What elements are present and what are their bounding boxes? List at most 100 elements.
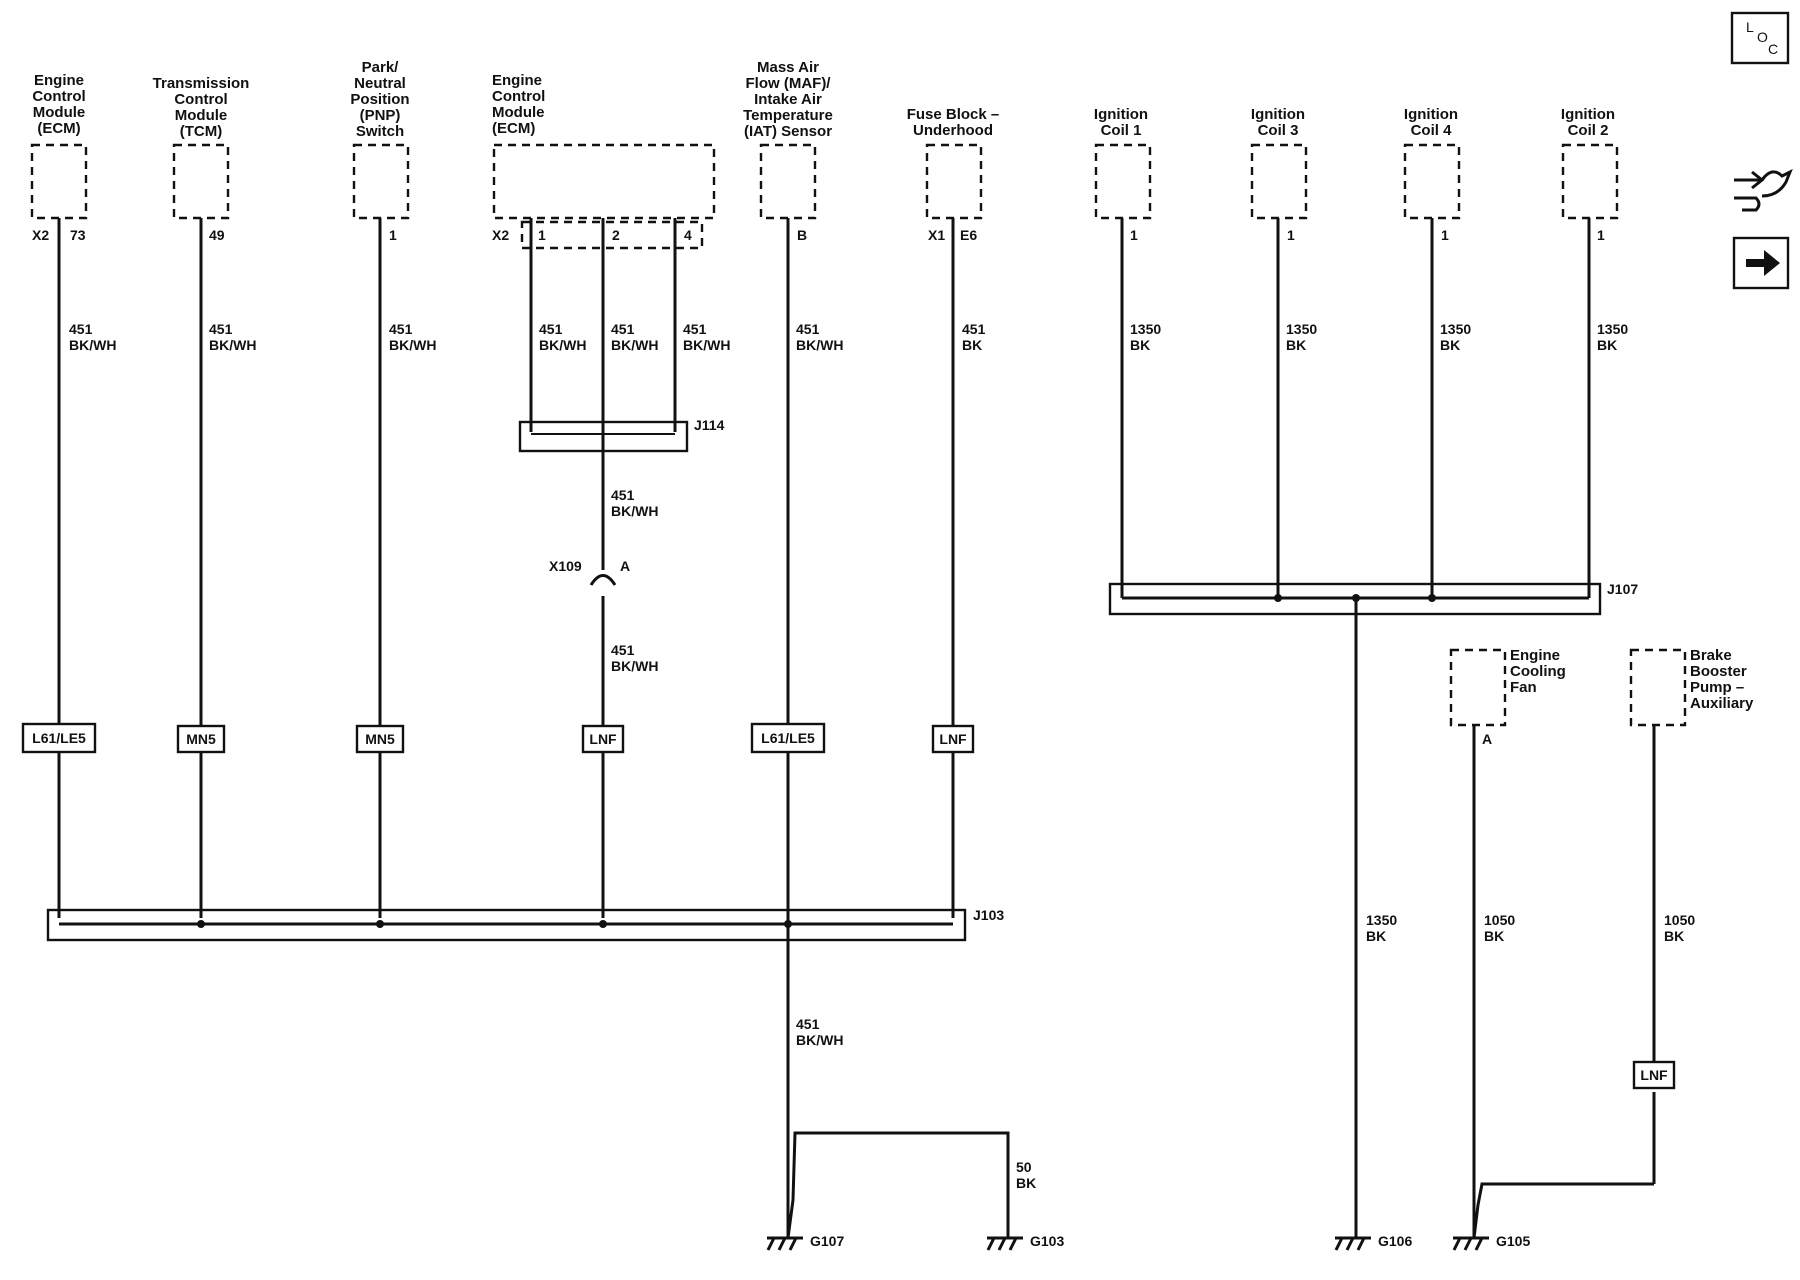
svg-text:Pump –: Pump – — [1690, 679, 1744, 696]
svg-text:Ignition: Ignition — [1094, 106, 1148, 123]
svg-text:Mass Air: Mass Air — [757, 59, 819, 76]
svg-text:LNF: LNF — [1640, 1067, 1668, 1083]
label-brake-booster-pump: Brake Booster Pump – Auxiliary — [1690, 647, 1754, 712]
svg-text:J114: J114 — [694, 417, 725, 433]
pin-maf: B — [797, 227, 807, 243]
label-coil-2: Ignition Coil 2 — [1561, 106, 1615, 139]
component-views-icon[interactable] — [1734, 168, 1793, 212]
svg-text:BK: BK — [1664, 928, 1684, 944]
svg-text:BK: BK — [1130, 337, 1150, 353]
svg-text:BK/WH: BK/WH — [683, 337, 730, 353]
svg-text:Engine: Engine — [34, 72, 84, 89]
location-icon[interactable]: L O C — [1730, 11, 1790, 65]
svg-text:Ignition: Ignition — [1561, 106, 1615, 123]
splice-j114: J114 — [518, 417, 725, 453]
svg-text:1350: 1350 — [1366, 912, 1397, 928]
pin-ecm1-pin: 73 — [70, 227, 86, 243]
svg-text:LNF: LNF — [589, 731, 617, 747]
svg-text:Auxiliary: Auxiliary — [1690, 695, 1754, 712]
svg-text:BK: BK — [962, 337, 982, 353]
svg-text:1050: 1050 — [1664, 912, 1695, 928]
component-box-ecm-1 — [30, 143, 88, 220]
svg-text:Ignition: Ignition — [1404, 106, 1458, 123]
option-box-mn5-tcm: MN5 — [176, 724, 226, 754]
label-coil-1: Ignition Coil 1 — [1094, 106, 1148, 139]
svg-text:(PNP): (PNP) — [360, 107, 401, 124]
label-fuse-block: Fuse Block – Underhood — [907, 106, 1000, 139]
option-box-lnf-ecm: LNF — [581, 724, 625, 754]
ground-g103: G103 — [986, 1233, 1064, 1251]
svg-text:Coil 2: Coil 2 — [1568, 122, 1609, 139]
svg-text:Transmission: Transmission — [153, 75, 250, 92]
pin-coil4: 1 — [1441, 227, 1449, 243]
pin-ecm1-conn: X2 — [32, 227, 49, 243]
svg-text:A: A — [620, 558, 630, 574]
pin-labels: X2 73 49 1 X2 1 2 4 B X1 E6 1 1 1 1 A — [32, 227, 1605, 747]
svg-text:Cooling: Cooling — [1510, 663, 1566, 680]
svg-text:J103: J103 — [973, 907, 1004, 923]
svg-text:BK: BK — [1484, 928, 1504, 944]
svg-text:Module: Module — [175, 107, 228, 124]
svg-text:G103: G103 — [1030, 1233, 1064, 1249]
svg-text:451: 451 — [683, 321, 707, 337]
svg-text:BK/WH: BK/WH — [389, 337, 436, 353]
svg-text:Coil 3: Coil 3 — [1258, 122, 1299, 139]
label-coil-3: Ignition Coil 3 — [1251, 106, 1305, 139]
svg-text:451: 451 — [611, 321, 635, 337]
svg-text:BK/WH: BK/WH — [209, 337, 256, 353]
svg-text:L: L — [1746, 19, 1754, 35]
component-box-coil-3 — [1250, 143, 1308, 220]
svg-text:X109: X109 — [549, 558, 582, 574]
svg-text:J107: J107 — [1607, 581, 1638, 597]
svg-text:1350: 1350 — [1130, 321, 1161, 337]
svg-text:(TCM): (TCM) — [180, 123, 222, 140]
svg-text:BK/WH: BK/WH — [796, 337, 843, 353]
pin-ecm2-2: 2 — [612, 227, 620, 243]
svg-text:Fan: Fan — [1510, 679, 1537, 696]
ground-g106: G106 — [1334, 1233, 1412, 1251]
svg-text:G107: G107 — [810, 1233, 844, 1249]
svg-text:BK: BK — [1366, 928, 1386, 944]
svg-text:Engine: Engine — [492, 72, 542, 89]
svg-text:(IAT) Sensor: (IAT) Sensor — [744, 123, 832, 140]
svg-text:BK/WH: BK/WH — [611, 658, 658, 674]
pin-fuse-conn: X1 — [928, 227, 945, 243]
svg-text:Module: Module — [492, 104, 545, 121]
svg-text:MN5: MN5 — [186, 731, 216, 747]
svg-text:Intake Air: Intake Air — [754, 91, 822, 108]
svg-text:Fuse Block –: Fuse Block – — [907, 106, 1000, 123]
svg-text:Switch: Switch — [356, 123, 404, 140]
next-page-arrow-icon[interactable] — [1732, 236, 1790, 290]
connector-box-ecm-2-x2 — [520, 220, 704, 250]
svg-text:BK: BK — [1016, 1175, 1036, 1191]
component-box-coil-1 — [1094, 143, 1152, 220]
svg-text:Brake: Brake — [1690, 647, 1732, 664]
wires-left — [57, 218, 955, 1238]
pin-pnp: 1 — [389, 227, 397, 243]
svg-text:G105: G105 — [1496, 1233, 1530, 1249]
label-coil-4: Ignition Coil 4 — [1404, 106, 1458, 139]
component-box-coil-4 — [1403, 143, 1461, 220]
component-box-brake-pump — [1629, 648, 1687, 727]
svg-text:BK/WH: BK/WH — [796, 1032, 843, 1048]
svg-text:Coil 4: Coil 4 — [1411, 122, 1452, 139]
svg-text:BK: BK — [1440, 337, 1460, 353]
wires-right-bottom — [786, 725, 1656, 1239]
option-box-l61-left: L61/LE5 — [21, 722, 97, 754]
svg-text:451: 451 — [962, 321, 986, 337]
svg-text:Position: Position — [350, 91, 409, 108]
svg-text:50: 50 — [1016, 1159, 1032, 1175]
component-box-tcm — [172, 143, 230, 220]
svg-text:O: O — [1757, 29, 1768, 45]
svg-text:1350: 1350 — [1286, 321, 1317, 337]
svg-text:Control: Control — [32, 88, 85, 105]
svg-text:G106: G106 — [1378, 1233, 1412, 1249]
svg-text:Park/: Park/ — [362, 59, 400, 76]
svg-text:Booster: Booster — [1690, 663, 1747, 680]
option-box-mn5-pnp: MN5 — [355, 724, 405, 754]
svg-text:BK: BK — [1597, 337, 1617, 353]
component-box-ecm-2 — [492, 143, 716, 220]
